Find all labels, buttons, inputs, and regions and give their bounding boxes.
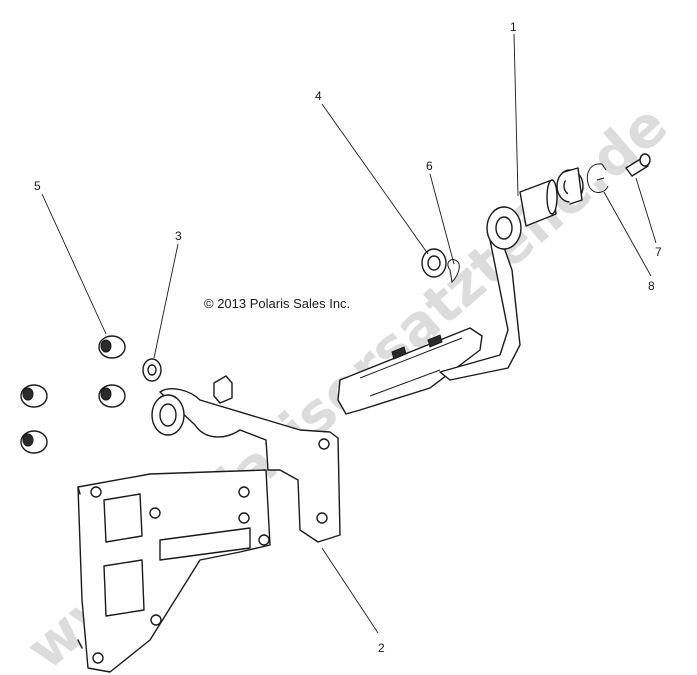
callout-7: 7: [655, 245, 662, 259]
clip-6: [447, 259, 460, 284]
callout-2: 2: [378, 641, 385, 655]
callout-5: 5: [34, 179, 41, 193]
brake-pedal: [337, 179, 558, 415]
callout-3: 3: [175, 229, 182, 243]
leader-lines: [41, 33, 657, 634]
callout-6: 6: [426, 159, 433, 173]
pedal-bracket: [77, 375, 341, 673]
bushing-shaft: [556, 167, 584, 205]
e-clip-8: [586, 163, 609, 193]
callout-8: 8: [648, 279, 655, 293]
callout-4: 4: [315, 89, 322, 103]
bushing-4: [421, 248, 447, 278]
callout-1: 1: [510, 20, 517, 34]
copyright-text: © 2013 Polaris Sales Inc.: [204, 296, 350, 311]
callouts: 1 2 3 4 5 6 7 8: [34, 20, 662, 655]
pin-7: [625, 153, 651, 177]
bushings-5: [20, 335, 126, 454]
washer-3: [142, 358, 162, 382]
